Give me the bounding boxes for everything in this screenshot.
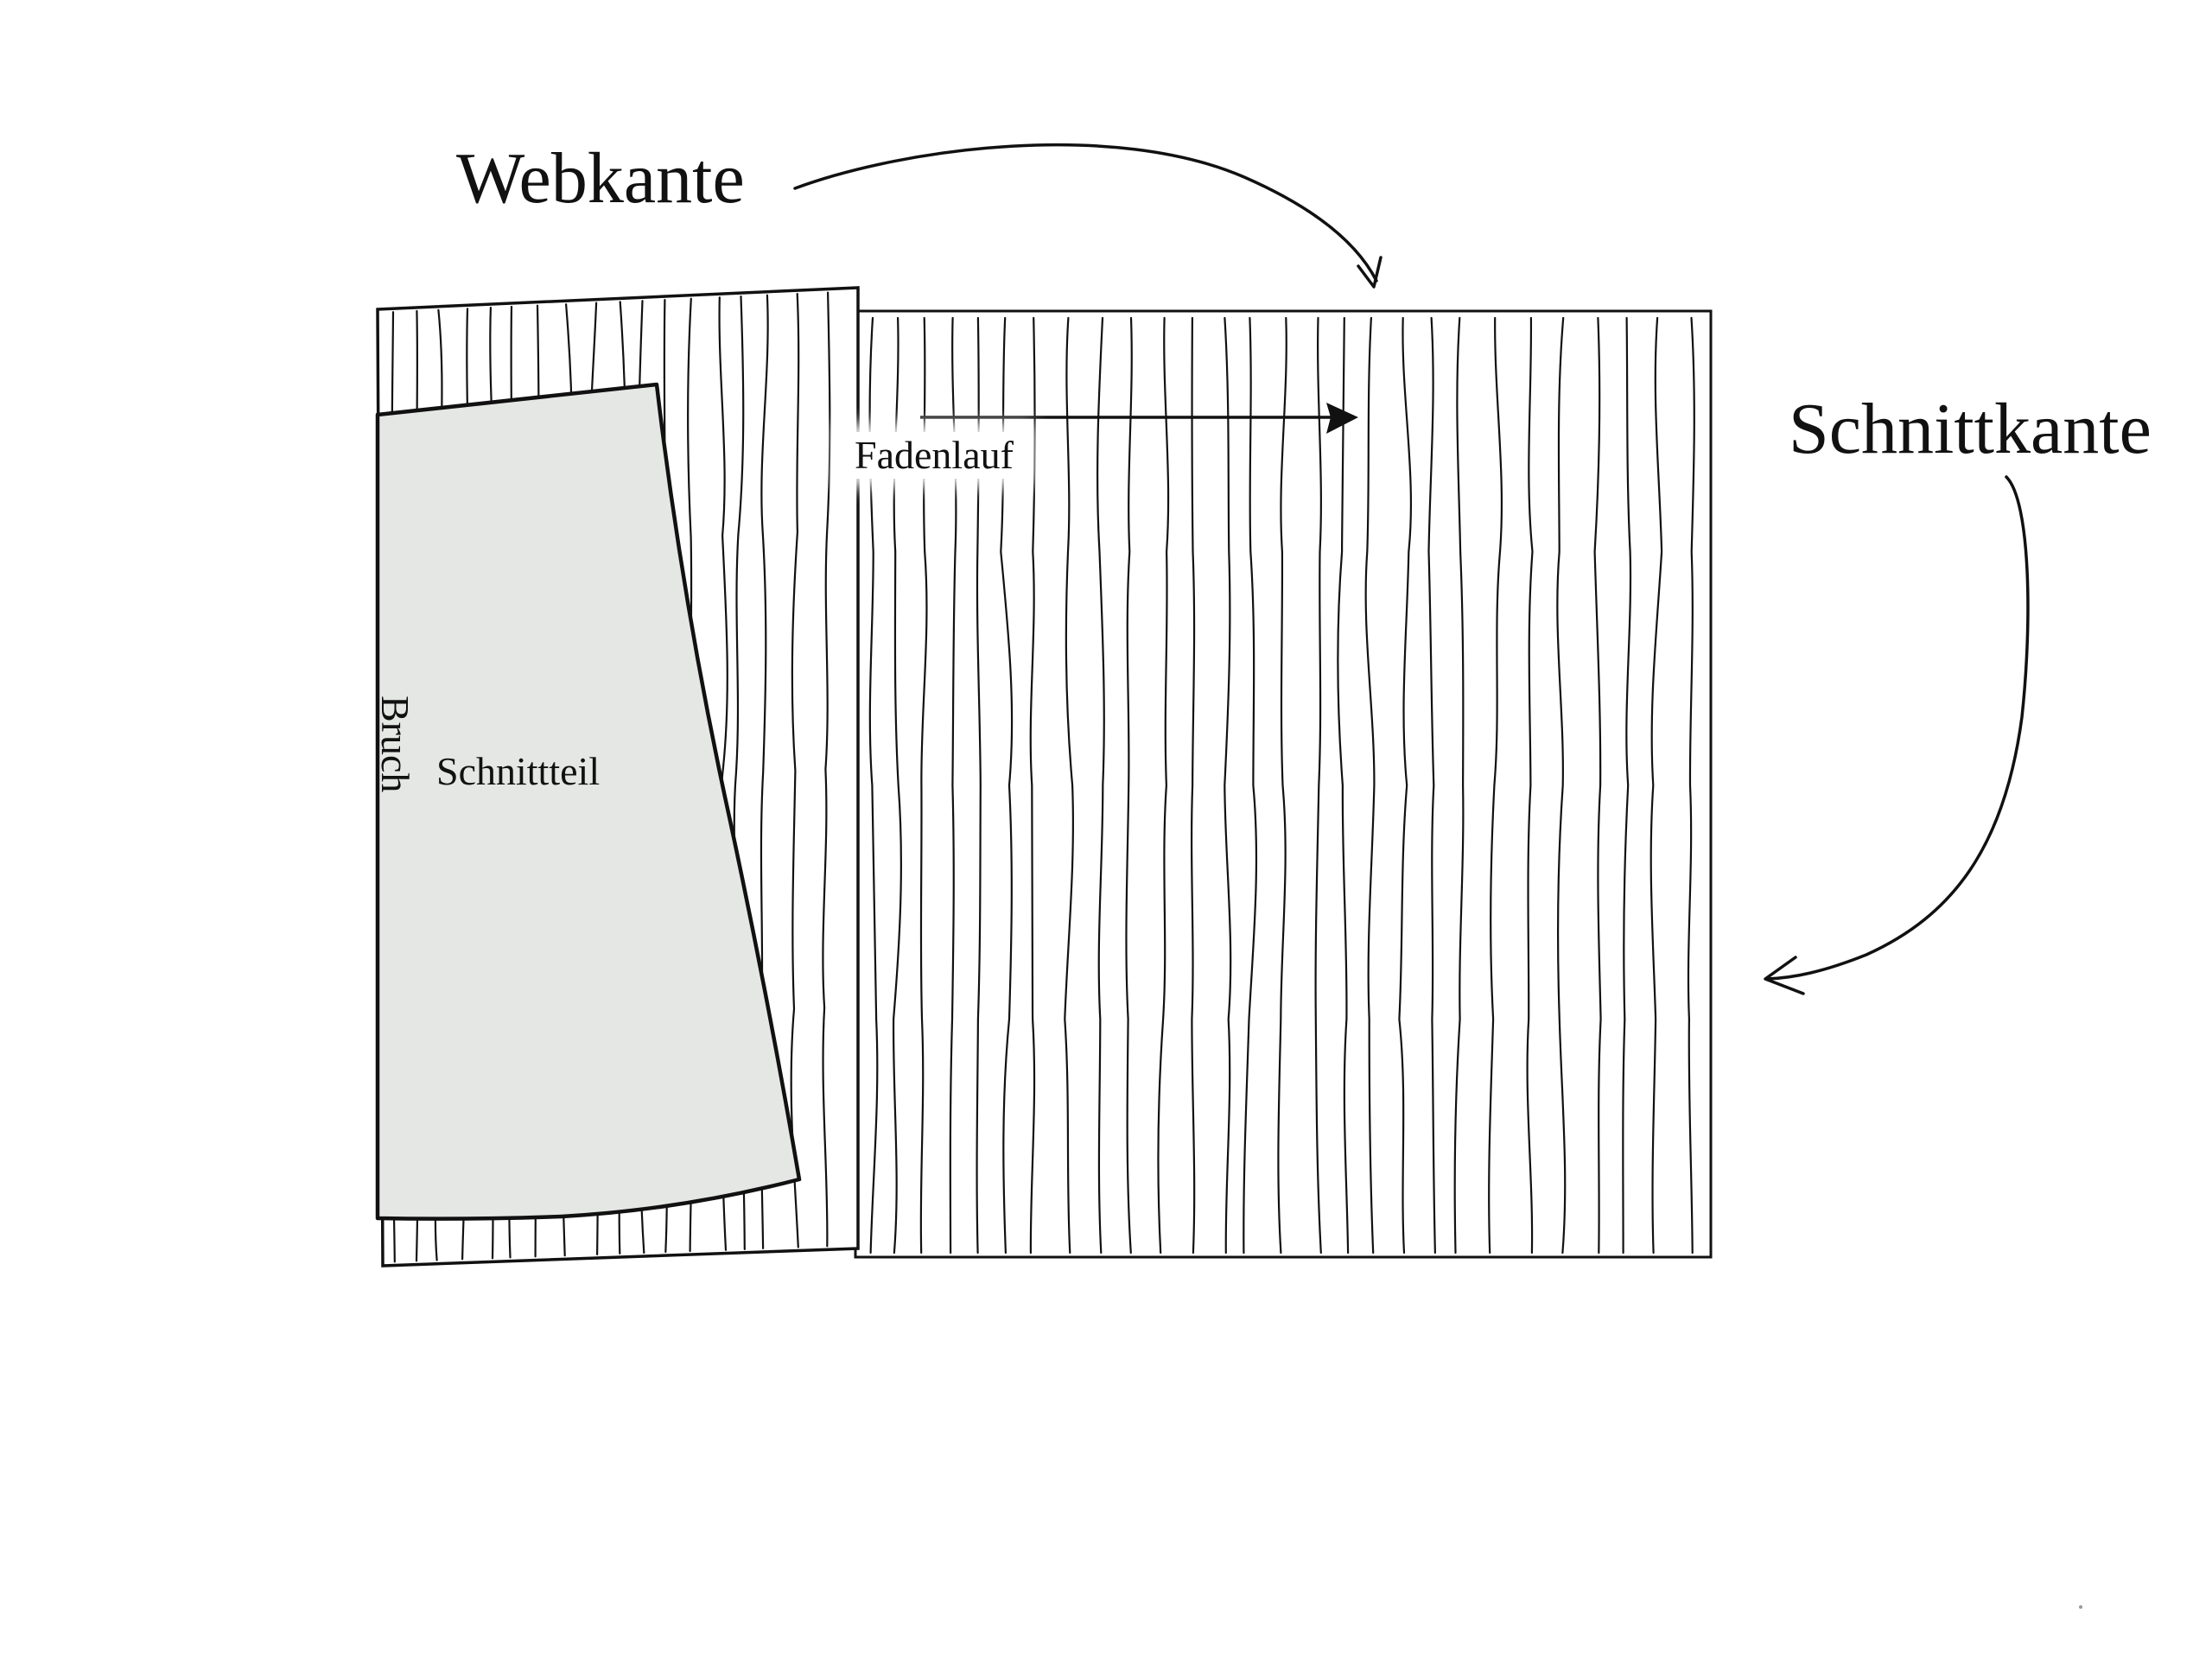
grain-line — [1556, 316, 1567, 1255]
grain-line — [1649, 316, 1663, 1255]
schnittkante-arrow — [1765, 475, 2030, 981]
grain-line — [919, 316, 928, 1255]
pattern-piece — [375, 382, 802, 1221]
grain-line — [1593, 316, 1602, 1255]
grain-line — [1224, 316, 1232, 1255]
grain-line — [892, 316, 902, 1255]
grain-line — [1453, 316, 1465, 1255]
grain-line — [1314, 316, 1322, 1255]
grain-line — [1622, 316, 1632, 1255]
grain-line — [1096, 316, 1105, 1255]
grain-line — [822, 291, 831, 1248]
grain-line — [1000, 316, 1014, 1255]
grain-line — [1687, 316, 1695, 1255]
schnittkante-arrowhead — [1764, 956, 1805, 995]
grain-line — [1190, 316, 1196, 1255]
webkante-label: Webkante — [456, 138, 745, 219]
grain-line — [1488, 316, 1503, 1255]
grain-line — [1526, 316, 1534, 1255]
webkante-arrow — [793, 143, 1378, 283]
bruch-label: Bruch — [373, 696, 417, 793]
grain-line — [1064, 316, 1074, 1255]
schnittteil-label: Schnittteil — [436, 749, 601, 793]
grain-lines-main — [868, 316, 1695, 1255]
speck-dot — [2079, 1605, 2082, 1609]
grain-line — [1398, 316, 1413, 1255]
grain-line — [1337, 316, 1350, 1255]
grain-direction-arrowhead — [1326, 403, 1358, 434]
grain-line — [1277, 316, 1287, 1255]
grain-line — [1427, 316, 1436, 1255]
fadenlauf-label: Fadenlauf — [842, 432, 1026, 479]
grain-line — [976, 316, 982, 1255]
grain-line — [1243, 316, 1258, 1255]
grain-line — [1364, 316, 1376, 1255]
webkante-arrowhead — [1357, 256, 1382, 289]
grain-line — [868, 316, 879, 1255]
grain-line — [949, 316, 957, 1255]
grain-line — [1157, 316, 1170, 1255]
grain-line — [1029, 316, 1036, 1255]
schnittkante-label: Schnittkante — [1789, 389, 2152, 469]
grain-line — [790, 293, 800, 1248]
grain-line — [1125, 316, 1133, 1255]
